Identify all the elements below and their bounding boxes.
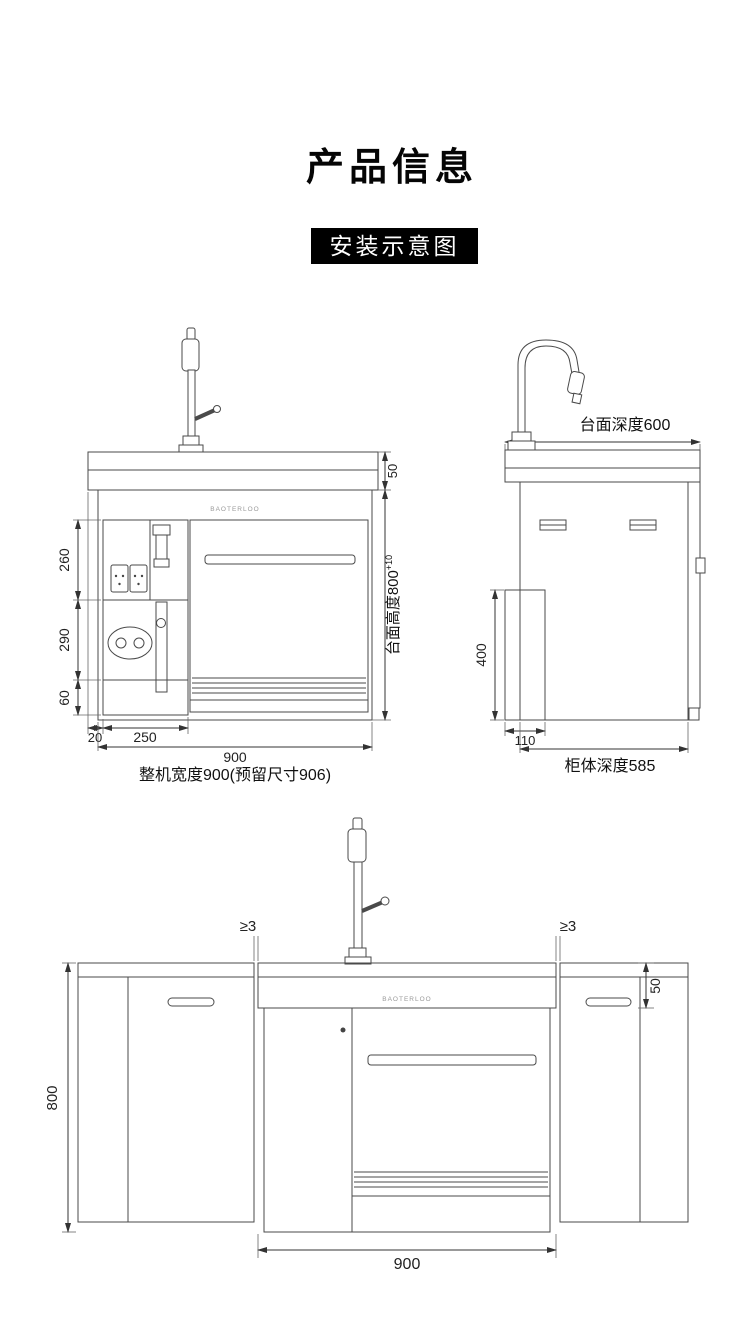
right-gap-dimension: ≥3	[555, 918, 577, 961]
countertop-side	[504, 449, 701, 483]
right-side-cabinet	[559, 962, 689, 1223]
dim-50-label: 50	[385, 464, 400, 478]
cabinet-front: BAOTERLOO	[97, 489, 373, 721]
service-compartment	[102, 519, 189, 716]
dim-50-label: 50	[647, 978, 663, 994]
front-depth-dimension: 110	[504, 722, 546, 748]
gap-right-label: ≥3	[560, 918, 577, 935]
dim-20-label: 20	[88, 730, 102, 745]
front-view-diagram: BAOTERLOO	[56, 327, 402, 784]
dim-260-label: 260	[56, 548, 72, 572]
dim-290-label: 290	[56, 628, 72, 652]
sink-unit-install: BAOTERLOO	[257, 962, 557, 1233]
section-badge-installation-diagram: 安装示意图	[311, 228, 478, 264]
right-dimensions: 50 台面高度800+10	[372, 451, 402, 721]
dim-60-label: 60	[56, 690, 72, 706]
dim-110-label: 110	[515, 733, 536, 748]
power-outlet-icon	[110, 564, 148, 593]
left-gap-dimension: ≥3	[240, 918, 259, 961]
brand-text: BAOTERLOO	[382, 996, 431, 1003]
countertop-front	[87, 451, 379, 491]
dishwasher-door-front	[189, 519, 369, 713]
counter-depth-label: 台面深度600	[580, 416, 671, 434]
brand-text: BAOTERLOO	[210, 506, 259, 513]
front-view-caption: 整机宽度900(预留尺寸906)	[139, 766, 331, 784]
front-panel-dimension: 400	[473, 589, 504, 721]
cabinet-depth-dimension: 柜体深度585	[519, 722, 689, 775]
side-view-diagram: 台面深度600	[473, 339, 706, 775]
side-view-caption: 柜体深度585	[565, 757, 656, 775]
faucet-side	[507, 339, 585, 451]
counter-height-label: 台面高度800+10	[384, 555, 402, 655]
faucet-front	[178, 327, 221, 453]
height-dimension: 800	[44, 962, 76, 1233]
page-title: 产品信息	[305, 147, 478, 189]
width-dimension: 900	[257, 1234, 557, 1273]
gap-left-label: ≥3	[240, 918, 257, 935]
dim-250-label: 250	[133, 729, 157, 745]
dim-900-label: 900	[394, 1256, 421, 1273]
installation-view-diagram: BAOTERLOO ≥3 ≥3 50	[44, 817, 689, 1273]
drain-assembly-icon	[152, 524, 171, 568]
faucet-install	[344, 817, 390, 965]
dim-800-label: 800	[44, 1085, 61, 1110]
door-knob-icon	[340, 1027, 346, 1033]
left-side-cabinet	[77, 962, 255, 1223]
dim-400-label: 400	[473, 643, 489, 667]
dim-900-label: 900	[223, 749, 247, 765]
water-inlet-icon	[107, 601, 168, 693]
left-dimension-chain: 260 290 60	[56, 519, 101, 716]
counter-thickness-dimension: 50	[638, 962, 663, 1009]
cabinet-side	[504, 481, 706, 721]
bottom-dimensions: 20 250 900 整机宽度900(预留尺寸906)	[87, 492, 373, 784]
counter-depth-dimension: 台面深度600	[504, 416, 701, 451]
